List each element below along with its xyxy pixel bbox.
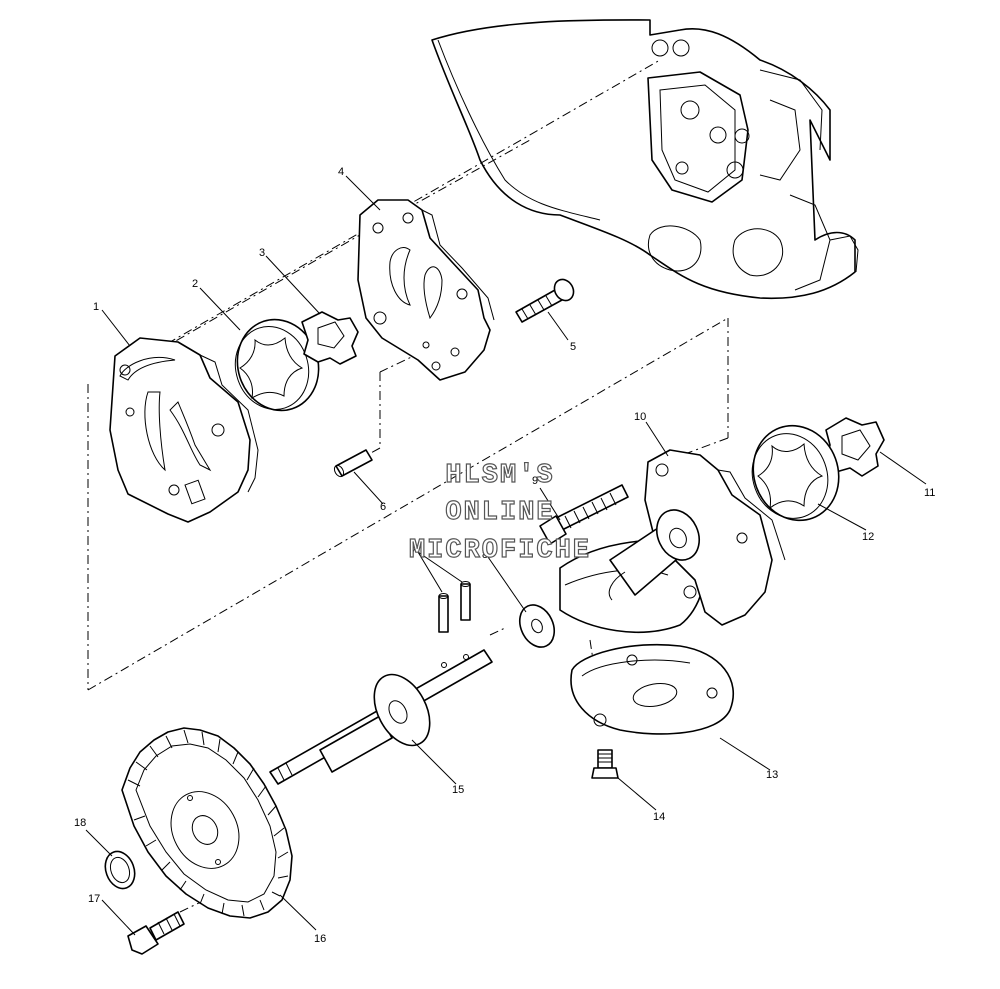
callout-16: 16 — [314, 933, 326, 945]
callout-10: 10 — [634, 411, 646, 423]
pump-body-plate — [109, 337, 259, 523]
leader-lines — [85, 175, 927, 936]
pump-cover-plate — [357, 199, 495, 381]
callout-12: 12 — [862, 531, 874, 543]
watermark: HLSM'S ONLINE MICROFICHE — [408, 460, 591, 566]
callout-18: 18 — [74, 817, 86, 829]
callout-labels: 1 2 3 4 5 6 7 8 9 10 11 12 13 14 15 16 1… — [74, 166, 935, 945]
bolt-9 — [539, 484, 629, 545]
crankcase-housing — [431, 19, 859, 300]
callout-2: 2 — [192, 278, 198, 290]
callout-6: 6 — [380, 501, 386, 513]
callout-3: 3 — [259, 247, 265, 259]
drive-gear — [121, 727, 293, 919]
screw-5 — [515, 278, 575, 323]
watermark-line-1: HLSM'S — [445, 461, 554, 491]
callout-15: 15 — [452, 784, 464, 796]
callout-11: 11 — [924, 487, 935, 499]
watermark-line-3: MICROFICHE — [409, 536, 591, 566]
callout-7: 7 — [410, 546, 416, 558]
dowel-pin-6 — [333, 449, 373, 478]
washer-8 — [518, 604, 556, 648]
callout-4: 4 — [338, 166, 344, 178]
washer-18 — [104, 850, 136, 890]
callout-5: 5 — [570, 341, 576, 353]
inner-rotor-left — [301, 311, 359, 365]
callout-8: 8 — [482, 549, 488, 561]
bolt-17 — [127, 911, 185, 955]
callout-17: 17 — [88, 893, 100, 905]
screw-14 — [591, 749, 619, 779]
pump-shaft — [269, 649, 493, 785]
callout-13: 13 — [766, 769, 778, 781]
outer-rotor-right — [751, 424, 840, 522]
callout-9: 9 — [532, 475, 538, 487]
callout-1: 1 — [93, 301, 99, 313]
pump-housing — [559, 449, 786, 634]
watermark-line-2: ONLINE — [445, 498, 554, 528]
pins-7 — [438, 581, 471, 633]
cover-plate-13 — [570, 643, 735, 735]
callout-14: 14 — [653, 811, 665, 823]
